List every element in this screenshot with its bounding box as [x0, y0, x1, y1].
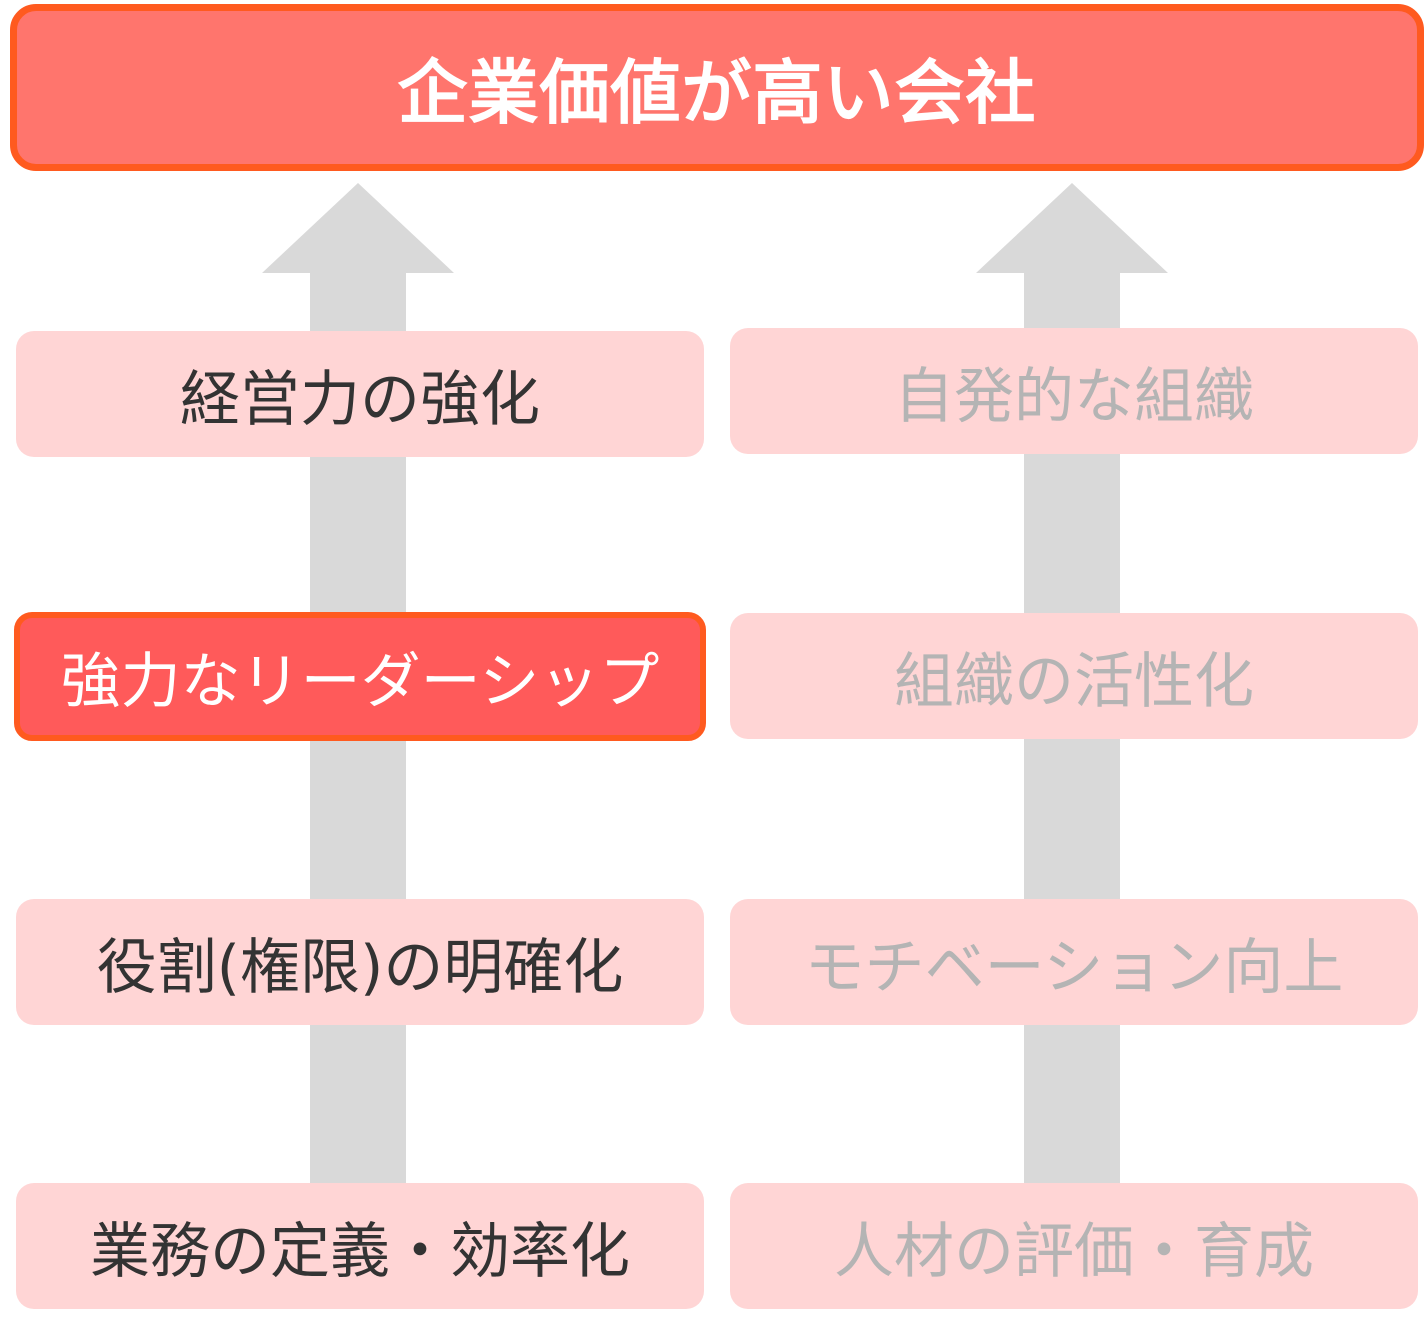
right-item-label: 人材の評価・育成 [834, 1216, 1314, 1287]
left-item-label: 役割(権限)の明確化 [96, 932, 624, 1003]
page-title-label: 企業価値が高い会社 [397, 52, 1037, 134]
left-item-leadership: 強力なリーダーシップ [14, 612, 706, 741]
right-item-activation: 組織の活性化 [730, 613, 1418, 739]
left-item-label: 業務の定義・効率化 [90, 1216, 630, 1287]
right-item-label: 自発的な組織 [894, 361, 1254, 432]
left-item-operations: 業務の定義・効率化 [16, 1183, 704, 1309]
page-title: 企業価値が高い会社 [10, 4, 1424, 171]
right-item-talent: 人材の評価・育成 [730, 1183, 1418, 1309]
left-item-management: 経営力の強化 [16, 331, 704, 457]
right-item-label: モチベーション向上 [804, 932, 1344, 1003]
left-item-label: 強力なリーダーシップ [60, 647, 660, 717]
right-item-organization: 自発的な組織 [730, 328, 1418, 454]
right-item-label: 組織の活性化 [894, 646, 1254, 717]
left-item-roles: 役割(権限)の明確化 [16, 899, 704, 1025]
right-item-motivation: モチベーション向上 [730, 899, 1418, 1025]
left-item-label: 経営力の強化 [180, 364, 540, 435]
